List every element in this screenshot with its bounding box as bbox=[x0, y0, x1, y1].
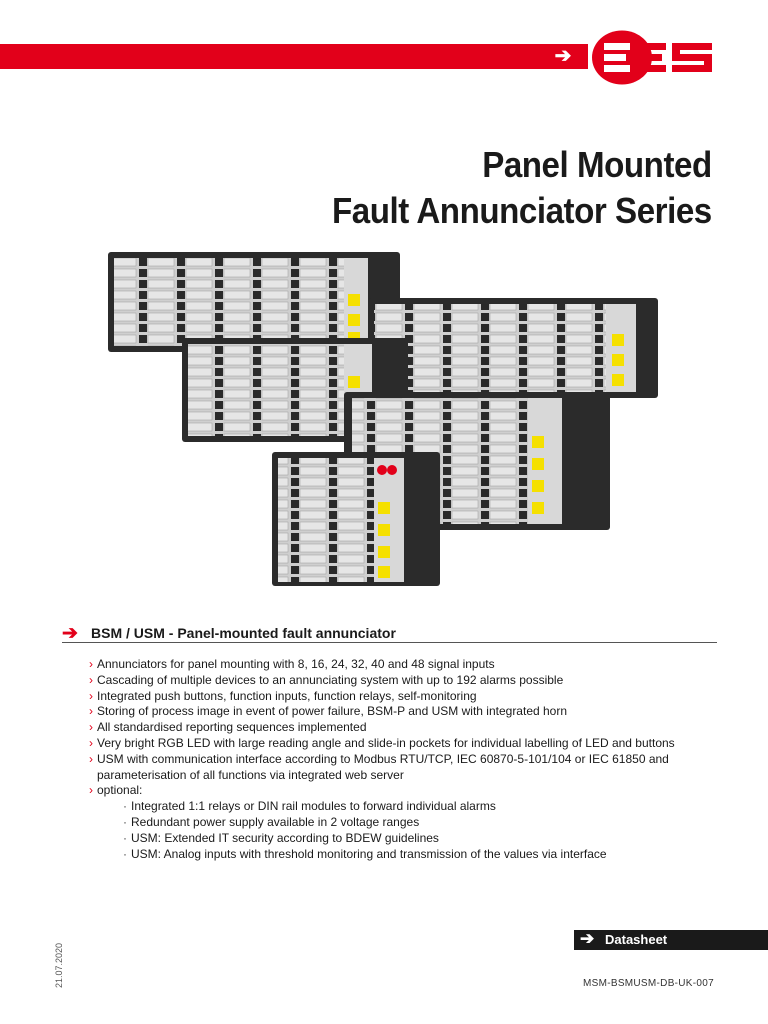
title-line-1: Panel Mounted bbox=[482, 144, 712, 185]
feature-list: ›Annunciators for panel mounting with 8,… bbox=[89, 657, 729, 862]
section-heading: ➔ BSM / USM - Panel-mounted fault annunc… bbox=[62, 623, 717, 644]
list-item: ›optional: ·Integrated 1:1 relays or DIN… bbox=[89, 783, 729, 862]
arrow-right-icon: ➔ bbox=[580, 929, 595, 948]
list-item: ›Annunciators for panel mounting with 8,… bbox=[89, 657, 495, 671]
product-photo-annunciators bbox=[108, 252, 658, 586]
list-item: ·Integrated 1:1 relays or DIN rail modul… bbox=[123, 799, 496, 814]
list-item: ·USM: Analog inputs with threshold monit… bbox=[123, 846, 607, 861]
document-date: 21.07.2020 bbox=[54, 942, 64, 988]
section-title: BSM / USM - Panel-mounted fault annuncia… bbox=[91, 625, 396, 641]
header-red-bar bbox=[0, 44, 588, 69]
list-item: ›Cascading of multiple devices to an ann… bbox=[89, 672, 564, 687]
list-item: ›Integrated push buttons, function input… bbox=[89, 688, 477, 703]
list-item: ›USM with communication interface accord… bbox=[89, 751, 669, 782]
document-code: MSM-BSMUSM-DB-UK-007 bbox=[582, 978, 714, 989]
arrow-right-icon: ➔ bbox=[554, 45, 572, 67]
optional-list: ·Integrated 1:1 relays or DIN rail modul… bbox=[123, 799, 729, 862]
datasheet-label: Datasheet bbox=[605, 932, 668, 947]
list-item: ›Storing of process image in event of po… bbox=[89, 704, 568, 719]
datasheet-label-bar: ➔ Datasheet bbox=[574, 929, 768, 950]
title-line-2: Fault Annunciator Series bbox=[332, 190, 712, 231]
page-title: Panel Mounted Fault Annunciator Series bbox=[332, 142, 712, 234]
list-item: ›All standardised reporting sequences im… bbox=[89, 720, 367, 735]
ees-logo bbox=[592, 30, 712, 85]
list-item: ·USM: Extended IT security according to … bbox=[123, 830, 439, 845]
arrow-right-icon: ➔ bbox=[62, 623, 78, 644]
list-item: ·Redundant power supply available in 2 v… bbox=[123, 814, 420, 829]
list-item: ›Very bright RGB LED with large reading … bbox=[89, 735, 675, 750]
